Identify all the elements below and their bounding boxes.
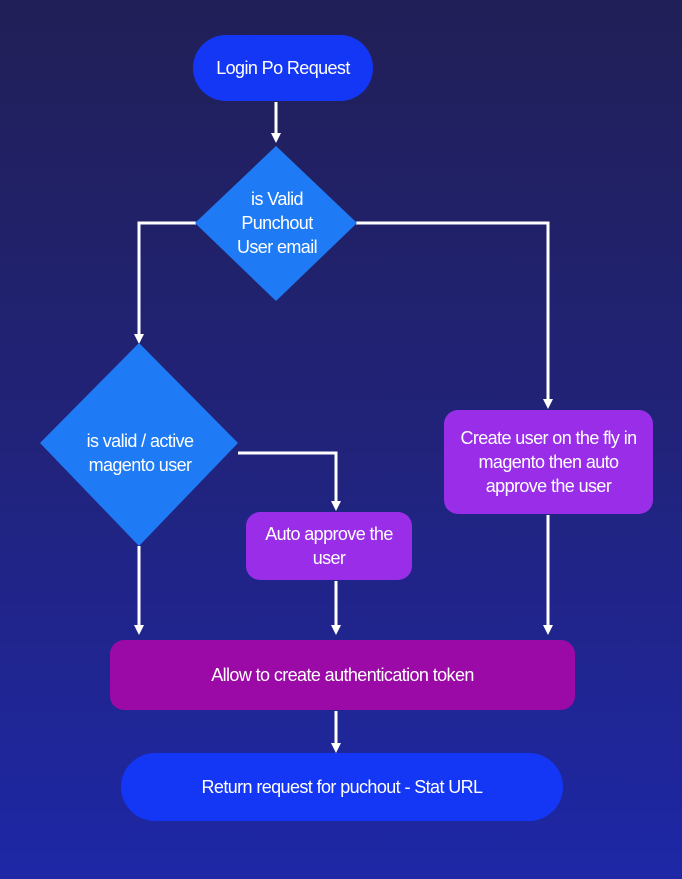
connector-magento-decision-to-auto-approve [238, 451, 341, 511]
start-node-label: Login Po Request [216, 58, 350, 78]
decision-magento-label-box: is valid / active magento user [84, 403, 196, 503]
decision-magento-diamond [40, 343, 238, 546]
create-user-node: Create user on the fly in magento then a… [444, 410, 653, 514]
decision-email-diamond [195, 146, 357, 301]
decision-email-label: is Valid Punchout User email [236, 189, 318, 257]
decision-email-label-box: is Valid Punchout User email [230, 184, 324, 262]
connector-email-decision-no-branch [134, 221, 196, 344]
decision-magento-label: is valid / active magento user [86, 431, 194, 475]
auto-approve-node: Auto approve the user [246, 512, 412, 580]
connectors [134, 102, 553, 753]
allow-token-node: Allow to create authentication token [110, 640, 575, 710]
connector-email-decision-yes-branch [356, 221, 553, 409]
allow-token-label: Allow to create authentication token [211, 665, 474, 685]
end-node-label: Return request for puchout - Stat URL [201, 777, 484, 797]
start-node: Login Po Request [193, 35, 373, 101]
auto-approve-label: Auto approve the user [265, 524, 393, 568]
create-user-label: Create user on the fly in magento then a… [460, 428, 637, 496]
end-node: Return request for puchout - Stat URL [121, 753, 563, 821]
